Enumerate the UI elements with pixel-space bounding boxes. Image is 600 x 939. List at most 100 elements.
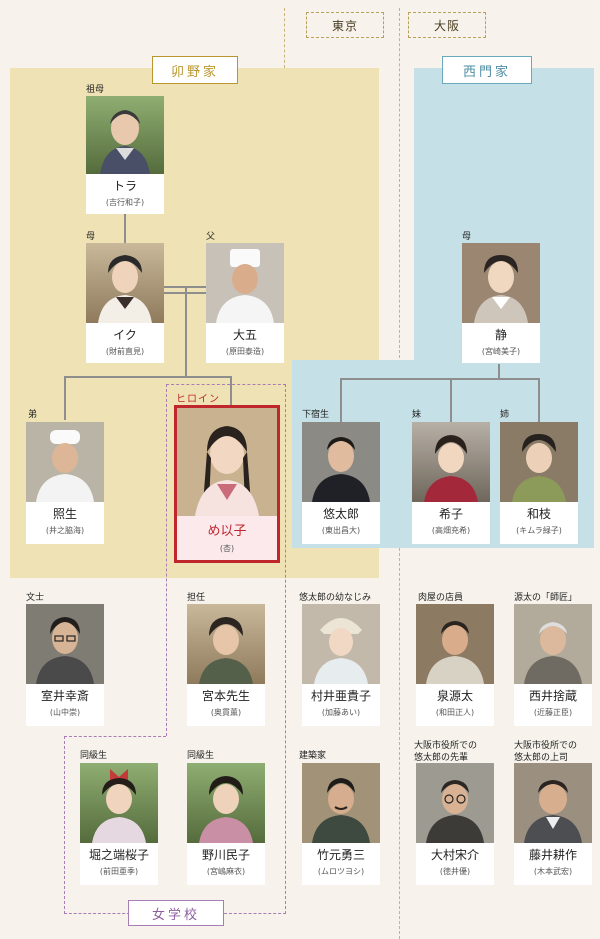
tora-name: トラ <box>112 179 137 193</box>
izumi-name: 泉源太 <box>436 689 473 703</box>
yutaro-photo <box>302 422 380 502</box>
miyamoto-photo <box>187 604 265 684</box>
card-takemoto[interactable]: 竹元勇三 (ムロツヨシ) <box>302 763 380 885</box>
tokyo-divider <box>284 8 285 68</box>
card-daigo[interactable]: 大五 (原田泰造) <box>206 243 284 363</box>
school-box-bottom-left <box>64 913 130 914</box>
nishii-photo <box>514 604 592 684</box>
iku-role: 母 <box>86 232 96 242</box>
fujii-photo <box>514 763 592 843</box>
card-muroi[interactable]: 室井幸斎 (山中崇) <box>26 604 104 726</box>
nogawa-name: 野川民子 <box>201 848 250 862</box>
line-shizu-down <box>498 364 500 380</box>
takemoto-actor: (ムロツヨシ) <box>317 867 365 876</box>
kazue-name: 和枝 <box>526 507 551 521</box>
shizu-actor: (宮崎美子) <box>481 347 521 356</box>
tora-photo <box>86 96 164 174</box>
nogawa-actor: (宮嶋麻衣) <box>206 867 246 876</box>
card-kazue[interactable]: 和枝 (キムラ緑子) <box>500 422 578 544</box>
daigo-name: 大五 <box>232 328 257 342</box>
card-nogawa[interactable]: 野川民子 (宮嶋麻衣) <box>187 763 265 885</box>
meiko-name: め以子 <box>207 524 247 539</box>
fujii-role-line2: 悠太郎の上司 <box>514 753 569 763</box>
shizu-name: 静 <box>494 328 507 342</box>
yutaro-actor: (東出昌大) <box>321 526 361 535</box>
takemoto-role: 建築家 <box>299 751 327 761</box>
card-meiko[interactable]: め以子 (杏) <box>174 405 280 563</box>
heroine-tag: ヒロイン <box>176 394 220 405</box>
card-murai[interactable]: 村井亜貴子 (加藤あい) <box>302 604 380 726</box>
fujii-role-line1: 大阪市役所での <box>514 741 578 751</box>
card-teruo[interactable]: 照生 (井之脇海) <box>26 422 104 544</box>
daigo-photo <box>206 243 284 323</box>
murai-actor: (加藤あい) <box>321 708 361 717</box>
murai-role: 悠太郎の幼なじみ <box>299 593 372 603</box>
omura-actor: (徳井優) <box>439 867 471 876</box>
uno-family-label: 卯野家 <box>152 56 238 84</box>
daigo-actor: (原田泰造) <box>225 347 265 356</box>
muroi-role: 文士 <box>26 593 45 603</box>
school-box-right <box>285 384 286 914</box>
card-shizu[interactable]: 静 (宮崎美子) <box>462 243 540 363</box>
omura-role-line1: 大阪市役所での <box>414 741 478 751</box>
line-parents-down <box>185 288 187 378</box>
line-meiko-v <box>230 376 232 406</box>
horinouchi-actor: (前田亜季) <box>99 867 139 876</box>
kiko-role: 妹 <box>412 410 422 420</box>
card-nishii[interactable]: 西井捨蔵 (近藤正臣) <box>514 604 592 726</box>
shizu-photo <box>462 243 540 323</box>
yutaro-name: 悠太郎 <box>322 507 359 521</box>
muroi-name: 室井幸斎 <box>40 689 89 703</box>
line-parents-1 <box>162 286 210 288</box>
nishii-name: 西井捨蔵 <box>528 689 577 703</box>
kazue-actor: (キムラ緑子) <box>516 526 562 535</box>
osaka-divider-top <box>399 8 400 358</box>
line-tora-iku <box>124 211 126 245</box>
miyamoto-role: 担任 <box>187 593 206 603</box>
card-izumi[interactable]: 泉源太 (和田正人) <box>416 604 494 726</box>
card-miyamoto[interactable]: 宮本先生 (奥貫薫) <box>187 604 265 726</box>
card-omura[interactable]: 大村宋介 (徳井優) <box>416 763 494 885</box>
line-kiko-v <box>450 378 452 422</box>
yutaro-role: 下宿生 <box>302 410 330 420</box>
card-kiko[interactable]: 希子 (高畑充希) <box>412 422 490 544</box>
nogawa-photo <box>187 763 265 843</box>
card-yutaro[interactable]: 悠太郎 (東出昌大) <box>302 422 380 544</box>
card-tora[interactable]: トラ (吉行和子) <box>86 96 164 214</box>
tora-actor: (吉行和子) <box>105 198 145 207</box>
shizu-role: 母 <box>462 232 472 242</box>
teruo-photo <box>26 422 104 502</box>
osaka-label: 大阪 <box>408 12 486 38</box>
meiko-photo <box>177 408 277 516</box>
iku-actor: (財前直見) <box>105 347 145 356</box>
line-teruo-v <box>64 376 66 420</box>
muroi-actor: (山中崇) <box>49 708 81 717</box>
card-fujii[interactable]: 藤井耕作 (木本武宏) <box>514 763 592 885</box>
kiko-photo <box>412 422 490 502</box>
miyamoto-name: 宮本先生 <box>201 689 250 703</box>
nishikado-family-label: 西門家 <box>442 56 532 84</box>
daigo-role: 父 <box>206 232 216 242</box>
school-box-bottom-right <box>224 913 286 914</box>
kazue-photo <box>500 422 578 502</box>
murai-photo <box>302 604 380 684</box>
tora-role: 祖母 <box>86 85 105 95</box>
card-horinouchi[interactable]: 堀之端桜子 (前田亜季) <box>80 763 158 885</box>
kiko-actor: (高畑充希) <box>431 526 471 535</box>
omura-name: 大村宋介 <box>430 848 479 862</box>
card-iku[interactable]: イク (財前直見) <box>86 243 164 363</box>
omura-role-line2: 悠太郎の先輩 <box>414 753 469 763</box>
nishii-actor: (近藤正臣) <box>533 708 573 717</box>
horinouchi-role: 同級生 <box>80 751 108 761</box>
murai-name: 村井亜貴子 <box>310 689 371 703</box>
fujii-name: 藤井耕作 <box>528 848 577 862</box>
nishii-role: 源太の「師匠」 <box>514 593 578 603</box>
line-yutaro-v <box>340 378 342 422</box>
muroi-photo <box>26 604 104 684</box>
iku-photo <box>86 243 164 323</box>
teruo-role: 弟 <box>28 410 38 420</box>
school-label: 女学校 <box>128 900 224 926</box>
nogawa-role: 同級生 <box>187 751 215 761</box>
omura-photo <box>416 763 494 843</box>
horinouchi-name: 堀之端桜子 <box>88 848 149 862</box>
